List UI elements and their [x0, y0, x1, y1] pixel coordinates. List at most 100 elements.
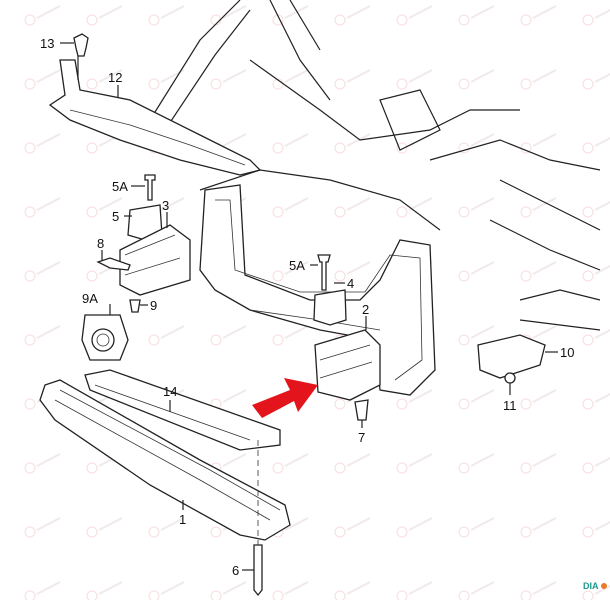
watermark-mark [86, 462, 98, 474]
watermark-text-mark [532, 453, 557, 467]
callout-9a: 9A [82, 291, 98, 306]
part-13-clip [73, 33, 89, 57]
watermark-text-mark [222, 325, 247, 339]
watermark-text-mark [222, 69, 247, 83]
callout-5a-mid: 5A [289, 258, 305, 273]
watermark-text-mark [408, 517, 433, 531]
watermark-text-mark [346, 453, 371, 467]
watermark-mark [458, 206, 470, 218]
watermark-mark [24, 334, 36, 346]
watermark-text-mark [470, 197, 495, 211]
watermark-text-mark [160, 5, 185, 19]
watermark-mark [334, 398, 346, 410]
watermark-mark [520, 398, 532, 410]
watermark-text-mark [532, 133, 557, 147]
watermark-text-mark [532, 5, 557, 19]
watermark-mark [24, 526, 36, 538]
watermark-text-mark [36, 453, 61, 467]
part-1-bumper-beam [39, 379, 291, 541]
watermark-mark [272, 142, 284, 154]
watermark-mark [582, 462, 594, 474]
watermark-mark [148, 590, 160, 600]
callout-12: 12 [108, 70, 122, 85]
watermark-text-mark [284, 69, 309, 83]
watermark-text-mark [284, 197, 309, 211]
watermark-mark [334, 270, 346, 282]
part-14-absorber [84, 369, 281, 451]
red-pointer-arrow [252, 378, 318, 418]
watermark-mark [210, 78, 222, 90]
watermark-mark [396, 526, 408, 538]
watermark-mark [334, 142, 346, 154]
watermark-text-mark [408, 389, 433, 403]
watermark-text-mark [346, 581, 371, 595]
watermark-text-mark [284, 325, 309, 339]
watermark-mark [582, 142, 594, 154]
watermark-text-mark [284, 453, 309, 467]
watermark-text-mark [284, 581, 309, 595]
watermark-text-mark [160, 325, 185, 339]
svg-text:DIA: DIA [583, 581, 599, 591]
watermark-mark [272, 334, 284, 346]
callout-13: 13 [40, 36, 54, 51]
watermark-text-mark [594, 265, 610, 275]
watermark-mark [210, 590, 222, 600]
watermark-mark [582, 270, 594, 282]
watermark-text-mark [532, 261, 557, 275]
watermark-text-mark [594, 393, 610, 403]
dia-logo: DIA [583, 581, 607, 591]
callout-9: 9 [150, 298, 157, 313]
watermark-mark [520, 526, 532, 538]
watermark-mark [582, 78, 594, 90]
watermark-text-mark [346, 133, 371, 147]
watermark-text-mark [408, 197, 433, 211]
watermark-mark [86, 526, 98, 538]
watermark-mark [458, 142, 470, 154]
watermark-text-mark [98, 5, 123, 19]
callout-8: 8 [97, 236, 104, 251]
watermark-mark [272, 270, 284, 282]
watermark-mark [396, 14, 408, 26]
watermark-text-mark [284, 261, 309, 275]
watermark-mark [396, 398, 408, 410]
part-12-cover [48, 59, 262, 176]
watermark-text-mark [346, 197, 371, 211]
watermark-text-mark [532, 389, 557, 403]
watermark-mark [24, 14, 36, 26]
watermark-text-mark [532, 325, 557, 339]
watermark-text-mark [284, 517, 309, 531]
watermark-text-mark [98, 197, 123, 211]
watermark-text-mark [594, 137, 610, 147]
watermark-text-mark [36, 133, 61, 147]
watermark-text-mark [470, 517, 495, 531]
callout-10: 10 [560, 345, 574, 360]
watermark-mark [520, 206, 532, 218]
watermark-mark [520, 590, 532, 600]
watermark-text-mark [594, 73, 610, 83]
watermark-text-mark [36, 5, 61, 19]
watermark-mark [210, 334, 222, 346]
watermark-mark [582, 590, 594, 600]
callout-11: 11 [503, 398, 517, 413]
watermark-text-mark [160, 581, 185, 595]
watermark-text-mark [532, 517, 557, 531]
watermark-mark [272, 206, 284, 218]
watermark-text-mark [594, 201, 610, 211]
watermark-mark [24, 590, 36, 600]
callout-7: 7 [358, 430, 365, 445]
watermark-mark [582, 206, 594, 218]
watermark-mark [334, 526, 346, 538]
watermark-mark [520, 14, 532, 26]
watermark-text-mark [408, 581, 433, 595]
callout-4: 4 [347, 276, 354, 291]
watermark-mark [24, 398, 36, 410]
watermark-text-mark [222, 389, 247, 403]
watermark-mark [86, 142, 98, 154]
watermark-text-mark [470, 581, 495, 595]
watermark-mark [458, 78, 470, 90]
callout-1: 1 [179, 512, 186, 527]
watermark-mark [24, 78, 36, 90]
watermark-mark [334, 590, 346, 600]
